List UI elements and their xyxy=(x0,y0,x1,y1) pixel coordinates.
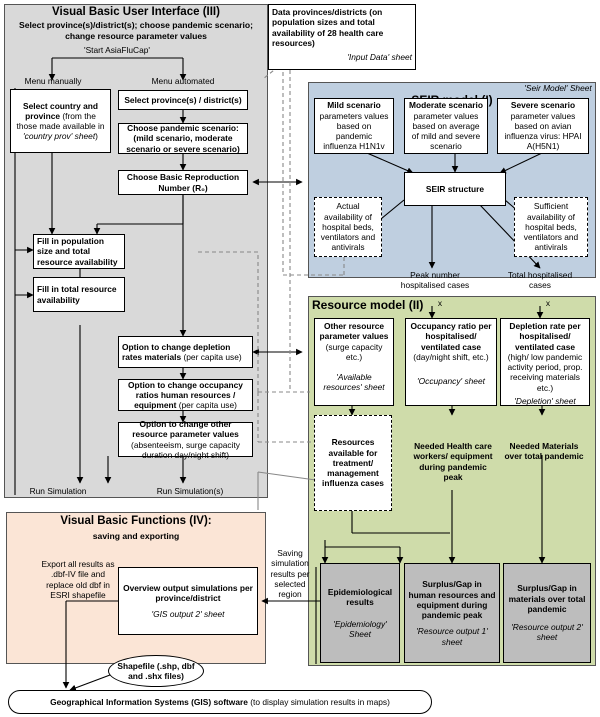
depletion-rate-sheet: 'Depletion' sheet xyxy=(514,395,576,406)
opt-other-box: Option to change other resource paramete… xyxy=(118,419,253,460)
sufficient-availability-text: Sufficient availability of hospital beds… xyxy=(523,201,579,253)
choose-scenario-text: (mild scenario, moderate scenario or sev… xyxy=(126,133,240,154)
vbf-subtitle: saving and exporting xyxy=(92,531,180,541)
mild-scenario-text: parameters values based on pandemic infl… xyxy=(319,110,389,152)
other-resource-title: Other resource parameter values xyxy=(319,321,389,342)
gap-human-box: Surplus/Gap in human resources and equip… xyxy=(404,563,500,663)
resource-title: Resource model (II) xyxy=(312,298,424,312)
opt-depletion-box: Option to change depletion rates materia… xyxy=(118,336,253,368)
total-cases-label: Total hospitalised cases xyxy=(507,270,573,291)
multiply-sign-total: x xyxy=(545,298,551,308)
opt-other-title: Option to change other resource paramete… xyxy=(132,419,239,440)
gis-software-text: (to display simulation results in maps) xyxy=(250,696,390,707)
vbui-subtitle-2: change resource parameter values xyxy=(65,31,207,41)
gap-human-title: Surplus/Gap in human resources and equip… xyxy=(408,579,496,620)
epi-results-sheet: 'Epidemiology' Sheet xyxy=(333,619,387,640)
epi-results-box: Epidemiological results 'Epidemiology' S… xyxy=(320,563,400,663)
actual-availability-box: Actual availability of hospital beds, ve… xyxy=(314,197,382,257)
choose-scenario-title: Choose pandemic scenario: xyxy=(127,123,239,134)
gap-materials-title: Surplus/Gap in materials over total pand… xyxy=(508,583,586,614)
overview-output-box: Overview output simulations per province… xyxy=(118,567,258,635)
vbui-title: Visual Basic User Interface (III) xyxy=(52,6,220,18)
menu-manual-label: Menu manually xyxy=(24,76,82,86)
gis-software-title: Geographical Information Systems (GIS) s… xyxy=(50,696,248,707)
moderate-scenario-text: parameter values based on average of mil… xyxy=(411,110,481,152)
select-province-box: Select province(s) / district(s) xyxy=(118,90,248,110)
gap-materials-sheet: 'Resource output 2' sheet xyxy=(511,622,583,643)
depletion-rate-text: (high/ low pandemic activity period, pro… xyxy=(507,351,583,393)
gap-human-sheet: 'Resource output 1' sheet xyxy=(416,626,488,647)
needed-materials-label: Needed Materials over total pandemic xyxy=(504,441,584,462)
choose-scenario-box: Choose pandemic scenario: (mild scenario… xyxy=(118,123,248,154)
gis-software-box: Geographical Information Systems (GIS) s… xyxy=(8,690,432,714)
moderate-scenario-title: Moderate scenario xyxy=(408,100,483,111)
severe-scenario-text: parameter values based on avian influenz… xyxy=(504,110,582,152)
menu-auto-label: Menu automated xyxy=(151,76,215,86)
other-resource-box: Other resource parameter values (surge c… xyxy=(314,318,394,406)
select-country-sheet: 'country prov' sheet xyxy=(23,131,96,142)
sufficient-availability-box: Sufficient availability of hospital beds… xyxy=(514,197,588,257)
fill-population-box: Fill in population size and total resour… xyxy=(33,234,125,269)
severe-scenario-box: Severe scenario parameter values based o… xyxy=(497,98,589,154)
fill-resource-text: Fill in total resource availability xyxy=(37,284,117,305)
start-label: 'Start AsiaFluCap' xyxy=(83,45,151,55)
mild-scenario-title: Mild scenario xyxy=(327,100,381,111)
fill-population-text: Fill in population size and total resour… xyxy=(37,236,118,267)
select-country-title: Select country and province xyxy=(23,100,98,121)
severe-scenario-title: Severe scenario xyxy=(510,100,576,111)
actual-availability-text: Actual availability of hospital beds, ve… xyxy=(320,201,376,253)
shapefile-text: Shapefile (.shp, dbf and .shx files) xyxy=(117,660,195,681)
occupancy-ratio-text: (day/night shift, etc.) xyxy=(413,351,489,362)
opt-depletion-title: Option to change depletion rates materia… xyxy=(122,341,231,362)
input-data-text: Data provinces/districts (on population … xyxy=(272,7,384,48)
select-country-text: (from the those made available in xyxy=(16,110,105,131)
occupancy-ratio-sheet: 'Occupancy' sheet xyxy=(417,376,485,386)
choose-r0-text: Choose Basic Reproduction Number (R₀) xyxy=(126,172,240,193)
select-province-text: Select province(s) / district(s) xyxy=(124,94,242,105)
peak-cases-label: Peak number hospitalised cases xyxy=(400,270,470,291)
gap-materials-box: Surplus/Gap in materials over total pand… xyxy=(503,563,591,663)
opt-occupancy-text: (per capita use) xyxy=(178,400,237,411)
depletion-rate-title: Depletion rate per hospitalised/ ventila… xyxy=(509,321,581,352)
choose-r0-box: Choose Basic Reproduction Number (R₀) xyxy=(118,170,248,195)
epi-results-title: Epidemiological results xyxy=(327,586,393,607)
opt-occupancy-title: Option to change occupancy ratios human … xyxy=(128,379,243,411)
seir-sheet: 'Seir Model' Sheet xyxy=(524,83,592,93)
saving-label: Saving simulation results per selected r… xyxy=(270,548,310,599)
mild-scenario-box: Mild scenario parameters values based on… xyxy=(314,98,394,154)
overview-output-sheet: 'GIS output 2' sheet xyxy=(151,609,225,620)
other-resource-text: (surge capacity etc.) xyxy=(325,341,383,362)
fill-resource-box: Fill in total resource availability xyxy=(33,277,125,312)
occupancy-ratio-box: Occupancy ratio per hospitalised/ ventil… xyxy=(405,318,497,406)
vbui-subtitle-1: Select province(s)/district(s); choose p… xyxy=(18,20,253,30)
seir-structure-box: SEIR structure xyxy=(404,172,506,206)
multiply-sign-peak: x xyxy=(437,298,443,308)
select-country-end: ) xyxy=(95,131,98,142)
overview-output-title: Overview output simulations per province… xyxy=(123,582,253,603)
opt-other-text: (absenteeism, surge capacity duration da… xyxy=(131,439,240,460)
needed-hcw-label: Needed Health care workers/ equipment du… xyxy=(413,441,493,482)
resources-available-text: Resources available for treatment/ manag… xyxy=(322,437,384,489)
seir-structure-text: SEIR structure xyxy=(425,183,485,194)
run-simulation-right: Run Simulation(s) xyxy=(156,486,224,496)
moderate-scenario-box: Moderate scenario parameter values based… xyxy=(404,98,488,154)
run-simulation-left: Run Simulation xyxy=(29,486,87,496)
other-resource-sheet: 'Available resources' sheet xyxy=(323,372,385,393)
export-label: Export all results as .dbf-IV file and r… xyxy=(41,559,115,600)
input-data-box: Data provinces/districts (on population … xyxy=(268,4,416,70)
input-data-sheet: 'Input Data' sheet xyxy=(347,52,412,62)
occupancy-ratio-title: Occupancy ratio per hospitalised/ ventil… xyxy=(410,321,492,352)
select-country-box: Select country and province (from the th… xyxy=(10,89,111,153)
shapefile-node: Shapefile (.shp, dbf and .shx files) xyxy=(108,655,204,687)
vbf-title: Visual Basic Functions (IV): xyxy=(60,515,212,527)
resources-available-box: Resources available for treatment/ manag… xyxy=(314,415,392,511)
opt-depletion-text: (per capita use) xyxy=(183,352,242,362)
opt-occupancy-box: Option to change occupancy ratios human … xyxy=(118,379,253,411)
depletion-rate-box: Depletion rate per hospitalised/ ventila… xyxy=(500,318,590,406)
